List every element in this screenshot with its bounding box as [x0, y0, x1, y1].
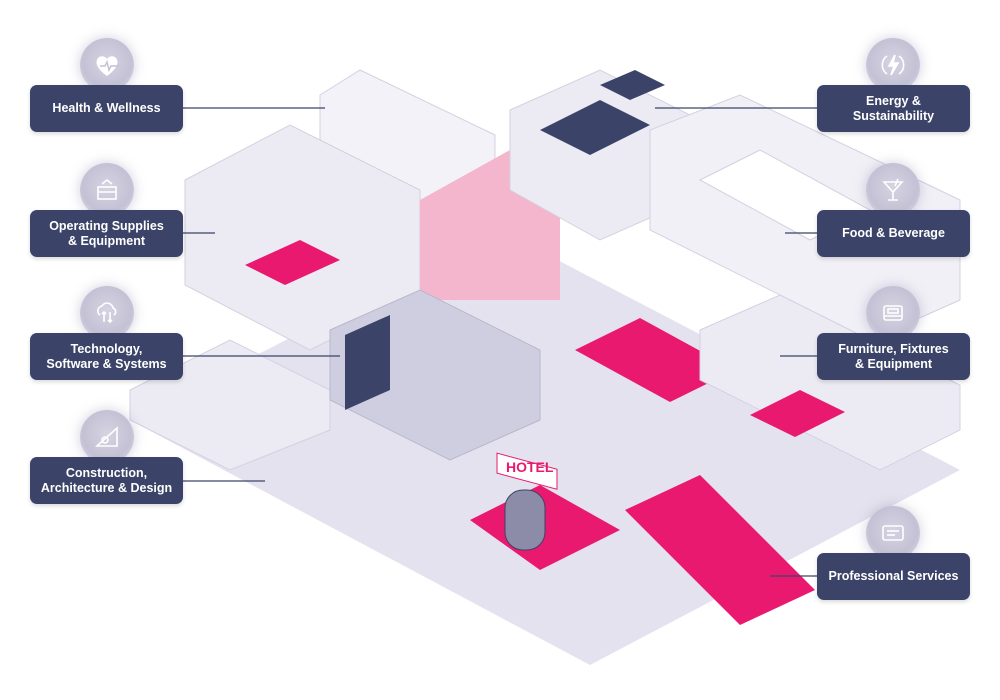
- category-operating-supplies[interactable]: Operating Supplies & Equipment: [30, 210, 183, 257]
- cocktail-icon: [866, 163, 920, 217]
- category-label: Energy & Sustainability: [852, 93, 935, 123]
- category-furniture-fixtures[interactable]: Furniture, Fixtures & Equipment: [817, 333, 970, 380]
- category-label: Furniture, Fixtures & Equipment: [838, 341, 949, 371]
- category-label: Food & Beverage: [842, 226, 945, 240]
- category-professional-services[interactable]: Professional Services: [817, 553, 970, 600]
- energy-bolt-icon: [866, 38, 920, 92]
- id-card-icon: [866, 506, 920, 560]
- category-label: Operating Supplies & Equipment: [49, 218, 164, 248]
- category-food-beverage[interactable]: Food & Beverage: [817, 210, 970, 257]
- cloud-sync-icon: [80, 286, 134, 340]
- category-energy-sustainability[interactable]: Energy & Sustainability: [817, 85, 970, 132]
- revolving-door: [504, 489, 546, 551]
- category-label: Technology, Software & Systems: [46, 341, 167, 371]
- solar-panel: [600, 70, 665, 100]
- heart-pulse-icon: [80, 38, 134, 92]
- supplies-box-icon: [80, 163, 134, 217]
- bedroom: [699, 294, 961, 471]
- category-construction[interactable]: Construction, Architecture & Design: [30, 457, 183, 504]
- corridor-carpet: [575, 318, 735, 402]
- ruler-gear-icon: [80, 410, 134, 464]
- category-label: Professional Services: [828, 569, 959, 583]
- hotel-sign: HOTEL: [496, 452, 558, 490]
- category-label: Health & Wellness: [52, 101, 161, 115]
- kitchen-table: [245, 240, 340, 285]
- category-health-wellness[interactable]: Health & Wellness: [30, 85, 183, 132]
- bed: [750, 390, 845, 437]
- server-rack: [345, 315, 390, 410]
- hotel-sign-text: HOTEL: [506, 459, 554, 475]
- connector-lines: [183, 107, 817, 577]
- category-technology[interactable]: Technology, Software & Systems: [30, 333, 183, 380]
- category-label: Construction, Architecture & Design: [40, 465, 173, 495]
- reception-carpet: [625, 475, 815, 625]
- bed-icon: [866, 286, 920, 340]
- pool-water: [540, 100, 650, 155]
